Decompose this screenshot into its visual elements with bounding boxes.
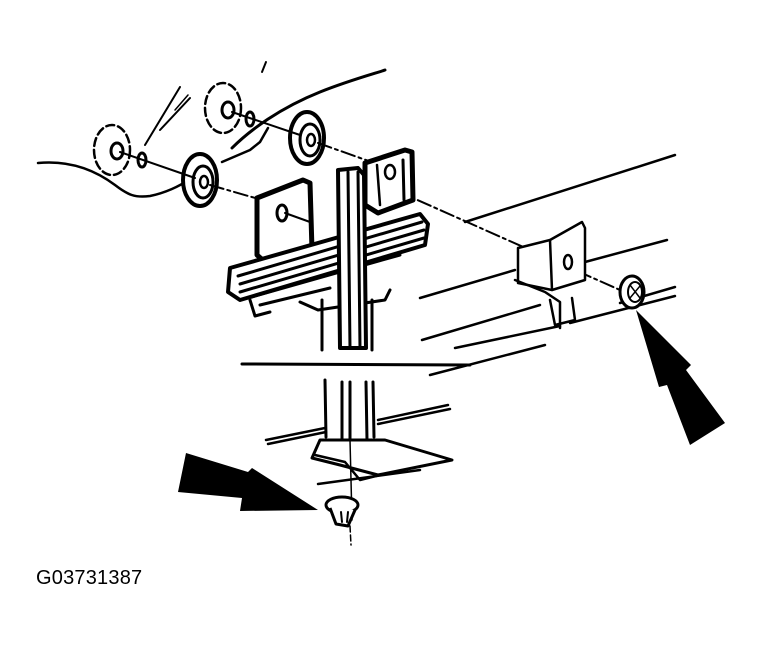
frame-nut-right [618, 274, 646, 310]
frame-rail [418, 153, 677, 377]
front-washer-left [181, 152, 219, 208]
front-washer-center [288, 110, 326, 166]
frame-bracket [513, 220, 587, 330]
lower-floor-lines [264, 403, 452, 446]
phantom-washer-left [92, 123, 148, 177]
lower-fastener [324, 495, 360, 546]
figure-id-label: G03731387 [36, 567, 143, 589]
section-break-line [240, 362, 472, 367]
vertical-post [320, 166, 374, 352]
body-panel-lines [36, 61, 387, 198]
phantom-washer-center [203, 81, 256, 135]
arrow-bottom-fastener [178, 453, 318, 511]
leaf-spring-pack [226, 212, 430, 318]
arrow-right-fastener [636, 310, 725, 445]
spring-hanger-bracket [254, 147, 416, 265]
